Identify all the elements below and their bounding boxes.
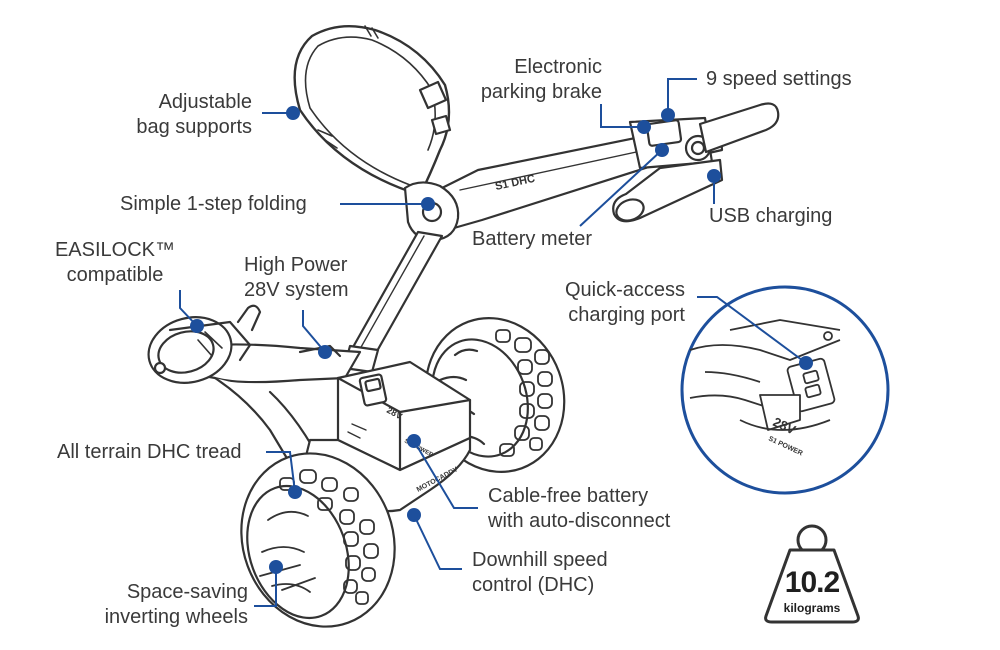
front-wheel <box>147 304 262 384</box>
label-line: EASILOCK™ <box>54 239 176 261</box>
label-usb-charging: USB charging <box>709 204 832 229</box>
callout-dot-icon <box>407 508 421 522</box>
label-battery-meter: Battery meter <box>472 227 592 252</box>
callout-dots <box>190 106 813 574</box>
weight-icon <box>764 524 860 624</box>
leader-cable-free-battery <box>413 440 478 509</box>
callout-dot-icon <box>421 197 435 211</box>
label-line: 28V system <box>244 279 349 301</box>
leader-downhill-control <box>413 514 462 570</box>
callout-dot-icon <box>286 106 300 120</box>
label-line: USB charging <box>709 205 833 227</box>
charging-port-inset: 28V S1 POWER <box>680 285 890 495</box>
bag-support-loop <box>293 25 452 197</box>
label-line: Adjustable <box>158 91 252 113</box>
leader-all-terrain <box>266 451 296 493</box>
label-simple-folding: Simple 1-step folding <box>120 192 307 217</box>
label-parking-brake: Electronic parking brake <box>481 55 602 105</box>
label-line: Space-saving <box>126 581 248 603</box>
label-easilock: EASILOCK™ compatible <box>50 238 180 288</box>
label-line: Quick-access <box>564 279 685 301</box>
leader-lines <box>179 78 807 607</box>
weight-value: 10.2 <box>784 566 840 599</box>
battery-body: 28V S1 POWER <box>336 360 472 472</box>
label-line: charging port <box>568 304 685 326</box>
callout-dot-icon <box>655 143 669 157</box>
label-speed-settings: 9 speed settings <box>706 67 852 92</box>
label-downhill-control: Downhill speed control (DHC) <box>472 548 608 598</box>
callout-dot-icon <box>407 434 421 448</box>
front-left-wheel <box>240 452 396 628</box>
label-adjustable-bag-supports: Adjustable bag supports <box>136 90 252 140</box>
callout-dot-icon <box>707 169 721 183</box>
leader-high-power <box>302 310 326 353</box>
label-line: Downhill speed <box>472 549 608 571</box>
leader-parking-brake <box>600 104 644 128</box>
callout-dot-icon <box>288 485 302 499</box>
callout-dot-icon <box>190 319 204 333</box>
label-line: High Power <box>244 254 348 276</box>
label-line: Cable-free battery <box>488 485 649 507</box>
leader-easilock <box>179 290 198 327</box>
label-line: compatible <box>66 264 164 286</box>
label-quick-access-port: Quick-access charging port <box>565 278 685 328</box>
callout-dot-icon <box>269 560 283 574</box>
label-line: inverting wheels <box>104 606 248 628</box>
label-high-power: High Power 28V system <box>244 253 348 303</box>
trolley-illustration: 28V S1 POWER MOTOCADDY <box>147 25 780 628</box>
label-inverting-wheels: Space-saving inverting wheels <box>105 580 248 630</box>
label-line: bag supports <box>136 116 252 138</box>
leader-inverting-wheels <box>254 567 277 607</box>
label-line: All terrain DHC tread <box>57 441 242 463</box>
callout-dot-icon <box>637 120 651 134</box>
label-line: with auto-disconnect <box>488 510 671 532</box>
leader-battery-meter <box>579 149 663 227</box>
callout-dot-icon <box>799 356 813 370</box>
label-cable-free-battery: Cable-free battery with auto-disconnect <box>488 484 670 534</box>
label-all-terrain: All terrain DHC tread <box>57 440 242 465</box>
label-line: Battery meter <box>472 228 593 250</box>
leader-quick-access-port <box>697 296 807 364</box>
callout-dot-icon <box>661 108 675 122</box>
handle-console <box>612 102 780 223</box>
label-line: 9 speed settings <box>706 68 852 90</box>
callout-dot-icon <box>318 345 332 359</box>
label-line: Electronic <box>514 56 602 78</box>
label-line: control (DHC) <box>472 574 595 596</box>
label-line: Simple 1-step folding <box>120 193 307 215</box>
weight-unit: kilograms <box>783 601 841 615</box>
label-line: parking brake <box>480 81 602 103</box>
leader-speed-settings <box>667 78 697 115</box>
